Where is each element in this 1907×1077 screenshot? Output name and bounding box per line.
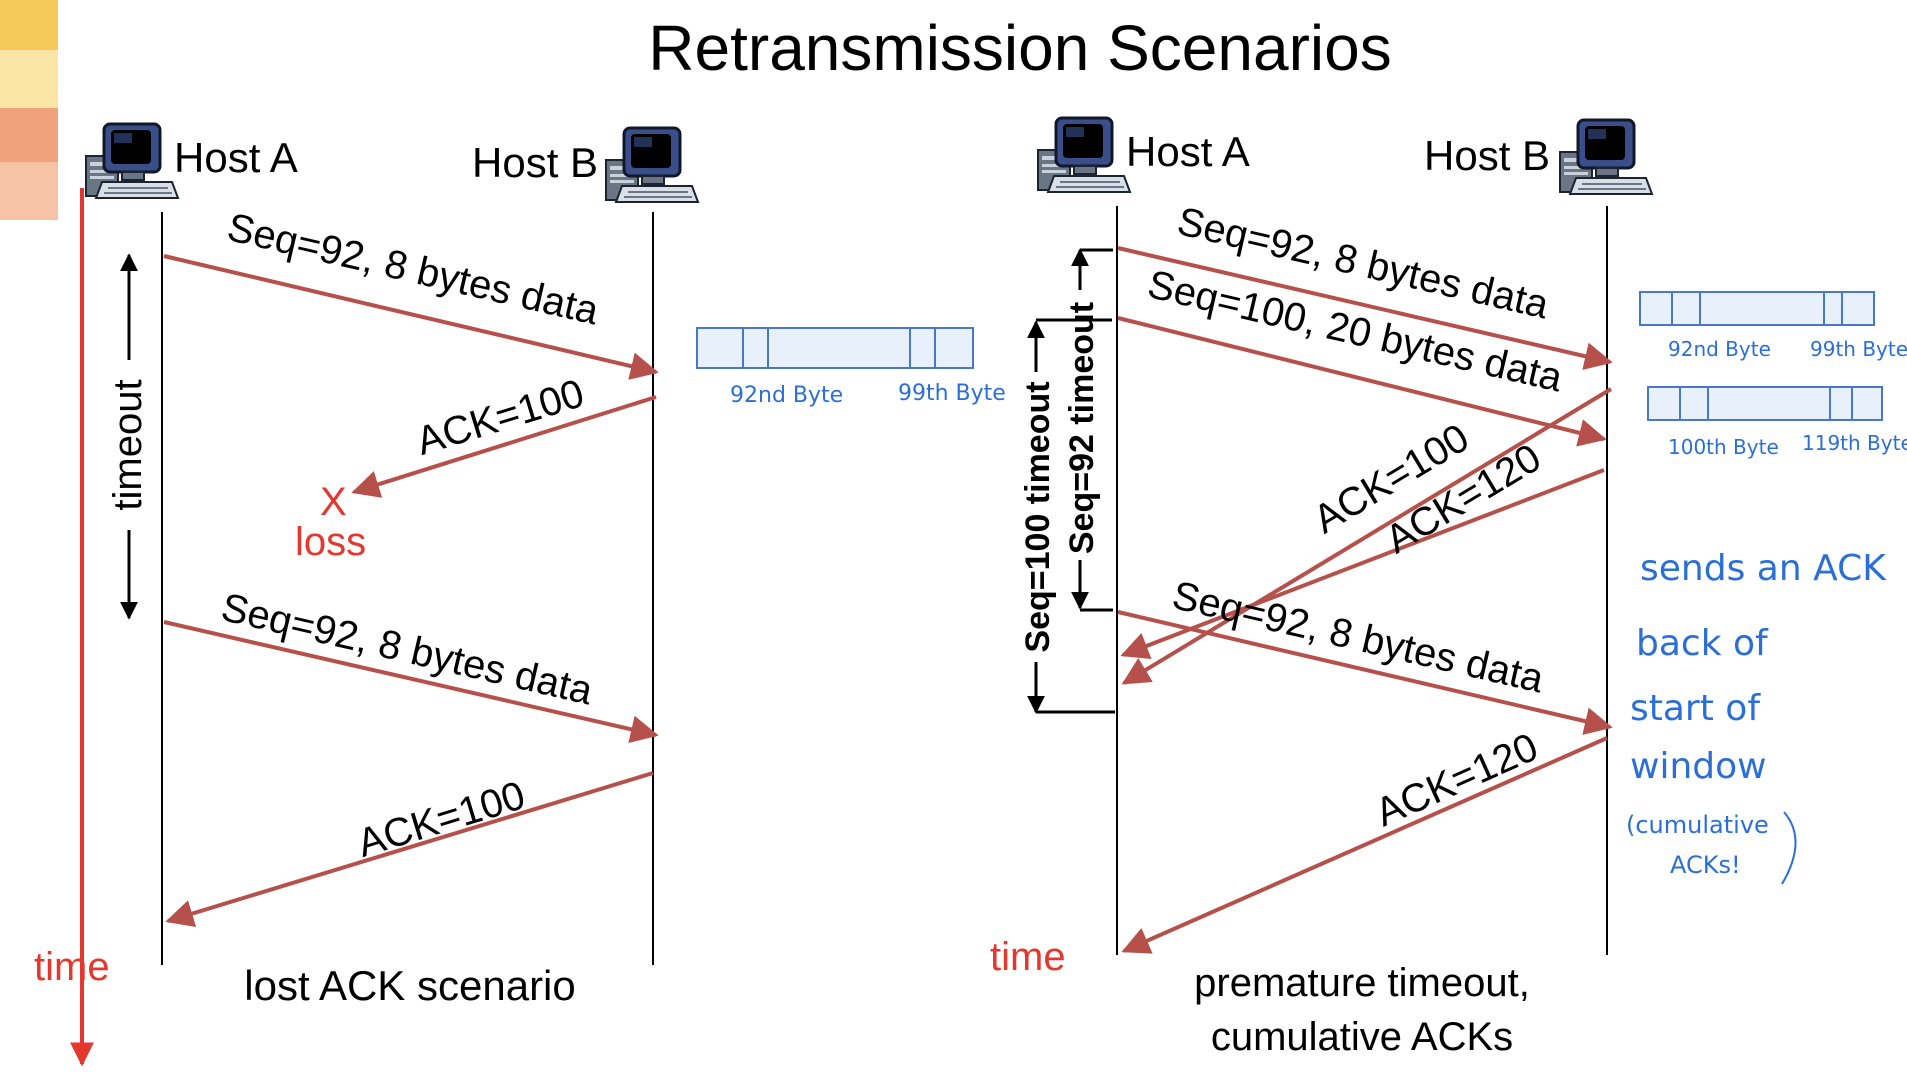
right-time-label: time <box>990 935 1066 979</box>
right-seq92-retransmit-arrow <box>1117 610 1613 735</box>
left-seq92-retransmit-label: Seq=92, 8 bytes data <box>217 585 597 713</box>
right-host-a-label: Host A <box>1126 128 1250 175</box>
left-caption: lost ACK scenario <box>244 962 576 1009</box>
left-timeout-label-bg <box>108 360 150 530</box>
left-timeout-label: timeout <box>106 379 150 510</box>
right-seq100-timeout-label: Seq=100 timeout <box>1019 381 1057 652</box>
right-window-box-1 <box>1639 291 1875 326</box>
note-closing-paren <box>1781 811 1797 885</box>
left-loss-label: loss <box>295 520 366 564</box>
right-window1-label-end: 99th Byte <box>1810 337 1907 361</box>
right-ack120-final-arrow <box>1121 736 1608 954</box>
right-caption-line1: premature timeout, <box>1194 961 1530 1005</box>
left-window-label-end: 99th Byte <box>898 381 1006 406</box>
left-ack100-arrow <box>165 771 654 928</box>
left-window-label-start: 92nd Byte <box>730 383 843 408</box>
left-host-b-label: Host B <box>472 139 598 186</box>
corner-block-2 <box>0 50 58 108</box>
note-line-2: back of <box>1636 623 1769 664</box>
host-b-computer-icon <box>604 126 700 204</box>
host-a-computer-icon <box>84 122 180 200</box>
right-seq92-timeout-label: Seq=92 timeout <box>1063 302 1101 554</box>
left-seq92-arrow <box>163 254 659 380</box>
right-caption-line2: cumulative ACKs <box>1211 1015 1513 1059</box>
right-ack120-final-label: ACK=120 <box>1369 725 1544 835</box>
corner-block-1 <box>0 0 58 50</box>
note-line-5: (cumulative <box>1626 811 1769 839</box>
right-host-a-computer-icon <box>1036 116 1132 194</box>
right-window-box-2 <box>1647 386 1883 421</box>
right-window2-label-end: 119th Byte <box>1802 431 1907 455</box>
left-time-label: time <box>34 945 110 989</box>
note-line-1: sends an ACK <box>1640 548 1887 589</box>
left-host-a-label: Host A <box>174 134 298 181</box>
right-host-b-computer-icon <box>1558 118 1654 196</box>
right-ack120-arrow <box>1120 468 1605 660</box>
note-line-3: start of <box>1630 688 1761 729</box>
corner-block-4 <box>0 162 58 220</box>
right-seq92-label-bg <box>1060 290 1100 560</box>
left-window-box <box>696 327 974 369</box>
left-ack100-lost-label: ACK=100 <box>411 371 589 463</box>
right-host-b-label: Host B <box>1424 132 1550 179</box>
left-loss-x-mark: X <box>320 480 347 524</box>
note-line-6: ACKs! <box>1670 851 1741 879</box>
corner-block-3 <box>0 108 58 162</box>
left-ack100-lost-arrow <box>351 395 657 498</box>
page-title: Retransmission Scenarios <box>648 12 1391 84</box>
handwritten-note: sends an ACK back of start of window (cu… <box>1626 548 1887 885</box>
right-seq100-label-bg <box>1016 372 1056 662</box>
right-window2-label-start: 100th Byte <box>1668 435 1779 459</box>
note-line-4: window <box>1630 746 1767 787</box>
right-window1-label-start: 92nd Byte <box>1668 337 1771 361</box>
left-ack100-label: ACK=100 <box>352 773 530 865</box>
right-seq92-arrow <box>1117 246 1613 370</box>
left-seq92-retransmit-arrow <box>163 620 659 744</box>
right-seq100-arrow <box>1117 316 1607 447</box>
